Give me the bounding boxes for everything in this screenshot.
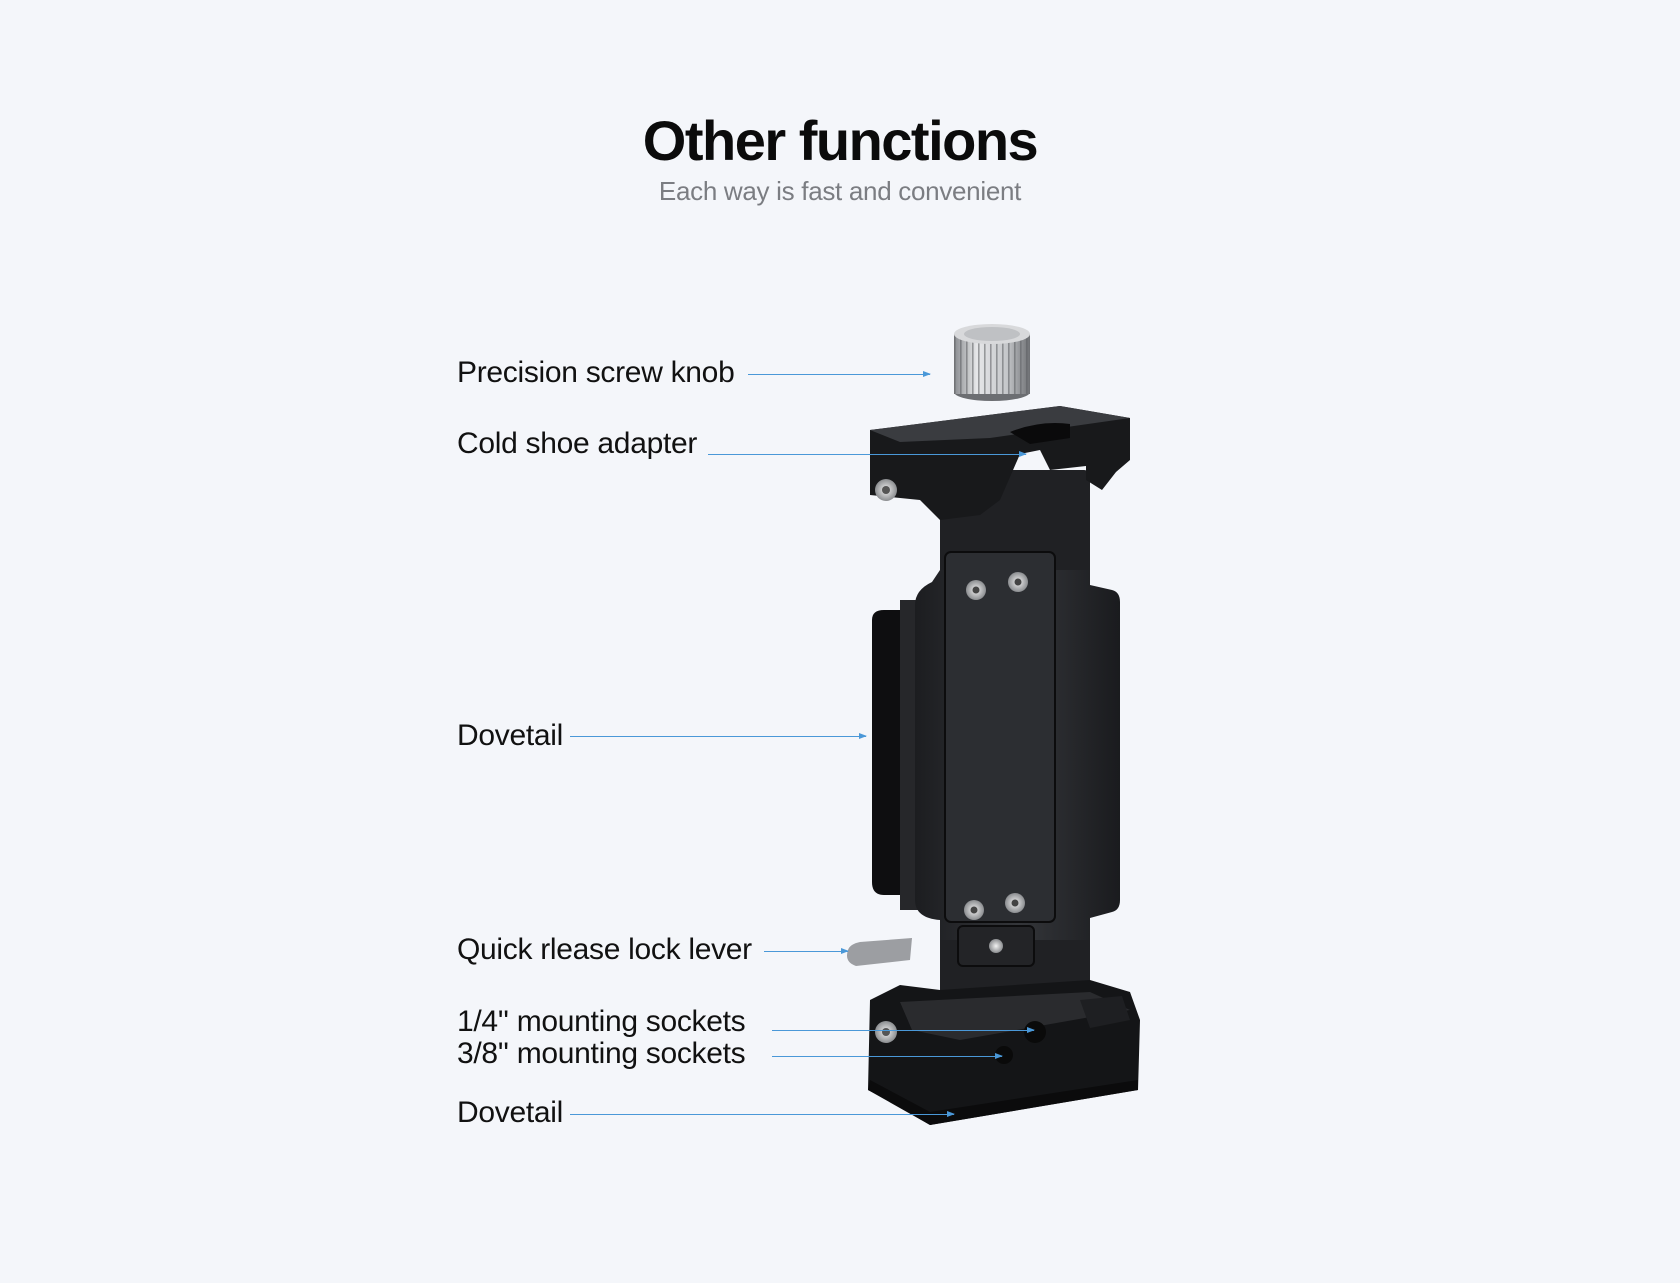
leader-line-dovetail-base (570, 1111, 955, 1117)
callout-quick-release-lever: Quick rlease lock lever (457, 933, 752, 966)
leader-line-quarter-inch (772, 1027, 1035, 1033)
callout-three-eighths-sockets: 3/8'' mounting sockets (457, 1037, 746, 1070)
leader-line-cold-shoe (708, 451, 1027, 457)
leader-line-three-eighths (772, 1053, 1003, 1059)
callout-precision-screw-knob: Precision screw knob (457, 356, 735, 389)
callout-cold-shoe-adapter: Cold shoe adapter (457, 427, 698, 460)
callout-dovetail-side: Dovetail (457, 719, 563, 752)
callout-quarter-inch-sockets: 1/4'' mounting sockets (457, 1005, 746, 1038)
phone-clamp-product-image (847, 324, 1140, 1125)
page-subtitle: Each way is fast and convenient (658, 176, 1022, 206)
callout-dovetail-base: Dovetail (457, 1096, 563, 1129)
leader-line-screw-knob (748, 371, 931, 377)
page-title: Other functions (642, 109, 1039, 172)
leader-line-quick-release (764, 948, 849, 954)
leader-line-dovetail-side (570, 733, 867, 739)
